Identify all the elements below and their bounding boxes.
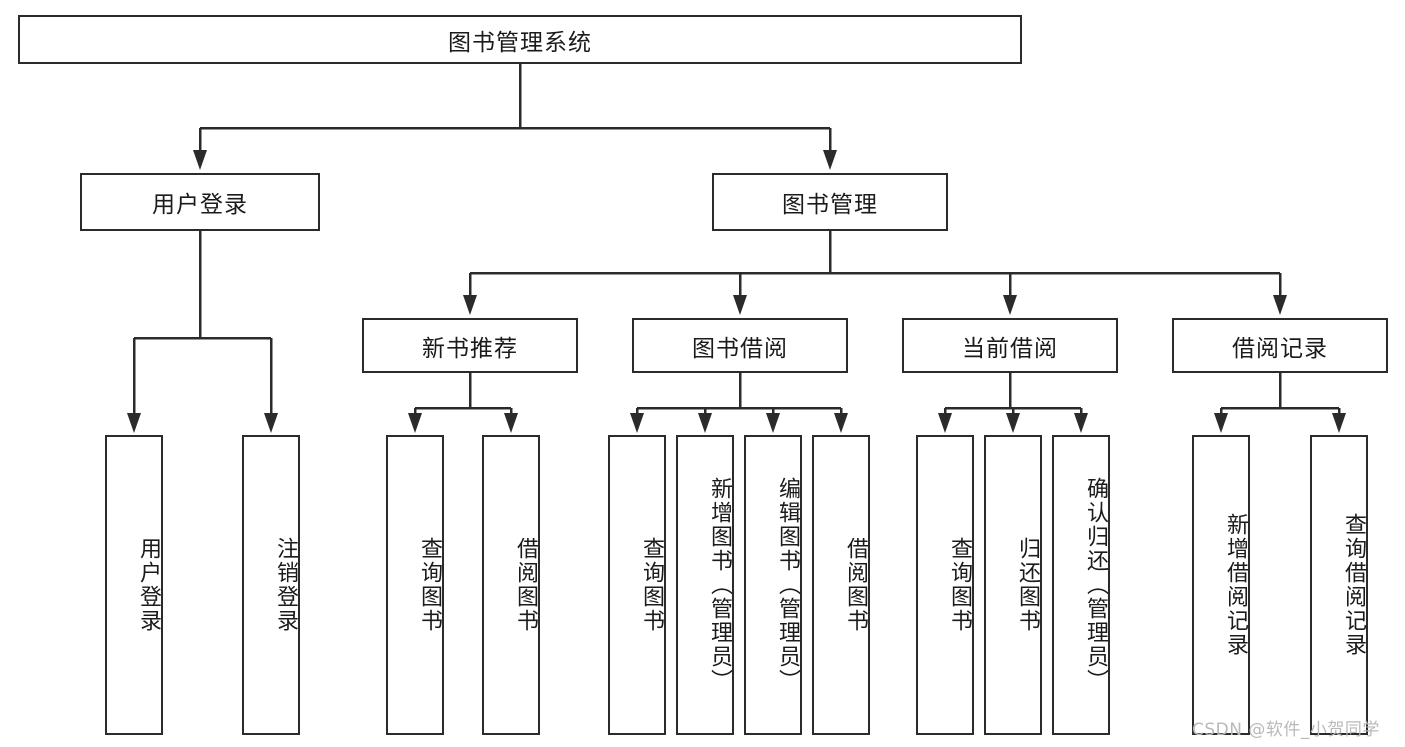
node-leaf-query-book-2: 查询图书 bbox=[608, 435, 666, 735]
node-label-leaf-add-book: 新增图书（管理员） bbox=[707, 477, 732, 693]
watermark-label: CSDN @软件_小贺同学 bbox=[1192, 720, 1380, 740]
node-label-leaf-borrow-book-2: 借阅图书 bbox=[843, 537, 868, 633]
node-label-current-borrow: 当前借阅 bbox=[962, 335, 1058, 362]
node-label-leaf-confirm-return: 确认归还（管理员） bbox=[1083, 477, 1108, 693]
node-leaf-query-book-1: 查询图书 bbox=[386, 435, 444, 735]
node-borrow-record: 借阅记录 bbox=[1172, 318, 1388, 373]
node-label-book-manage: 图书管理 bbox=[782, 192, 878, 218]
node-leaf-add-record: 新增借阅记录 bbox=[1192, 435, 1250, 735]
node-label-root: 图书管理系统 bbox=[448, 29, 592, 56]
node-leaf-edit-book: 编辑图书（管理员） bbox=[744, 435, 802, 735]
node-leaf-add-book: 新增图书（管理员） bbox=[676, 435, 734, 735]
node-label-new-book-rec: 新书推荐 bbox=[422, 335, 518, 362]
node-leaf-query-book-3: 查询图书 bbox=[916, 435, 974, 735]
node-label-leaf-query-book-3: 查询图书 bbox=[947, 537, 972, 633]
node-root: 图书管理系统 bbox=[18, 15, 1022, 64]
node-new-book-rec: 新书推荐 bbox=[362, 318, 578, 373]
node-user-login: 用户登录 bbox=[80, 173, 320, 231]
node-leaf-confirm-return: 确认归还（管理员） bbox=[1052, 435, 1110, 735]
node-label-leaf-user-login: 用户登录 bbox=[136, 537, 161, 633]
node-label-leaf-query-book-2: 查询图书 bbox=[639, 537, 664, 633]
node-label-leaf-query-book-1: 查询图书 bbox=[417, 537, 442, 633]
node-label-leaf-query-record: 查询借阅记录 bbox=[1341, 513, 1366, 657]
node-leaf-logout: 注销登录 bbox=[242, 435, 300, 735]
node-leaf-borrow-book-2: 借阅图书 bbox=[812, 435, 870, 735]
node-label-leaf-add-record: 新增借阅记录 bbox=[1223, 513, 1248, 657]
node-label-borrow-record: 借阅记录 bbox=[1232, 335, 1328, 362]
node-label-leaf-logout: 注销登录 bbox=[273, 537, 298, 633]
node-book-borrow: 图书借阅 bbox=[632, 318, 848, 373]
node-leaf-query-record: 查询借阅记录 bbox=[1310, 435, 1368, 735]
node-label-leaf-borrow-book-1: 借阅图书 bbox=[513, 537, 538, 633]
node-leaf-user-login: 用户登录 bbox=[105, 435, 163, 735]
node-current-borrow: 当前借阅 bbox=[902, 318, 1118, 373]
node-label-book-borrow: 图书借阅 bbox=[692, 335, 788, 362]
node-book-manage: 图书管理 bbox=[712, 173, 948, 231]
node-leaf-return-book: 归还图书 bbox=[984, 435, 1042, 735]
node-label-leaf-edit-book: 编辑图书（管理员） bbox=[775, 477, 800, 693]
node-label-leaf-return-book: 归还图书 bbox=[1015, 537, 1040, 633]
node-label-user-login: 用户登录 bbox=[152, 192, 248, 218]
node-leaf-borrow-book-1: 借阅图书 bbox=[482, 435, 540, 735]
